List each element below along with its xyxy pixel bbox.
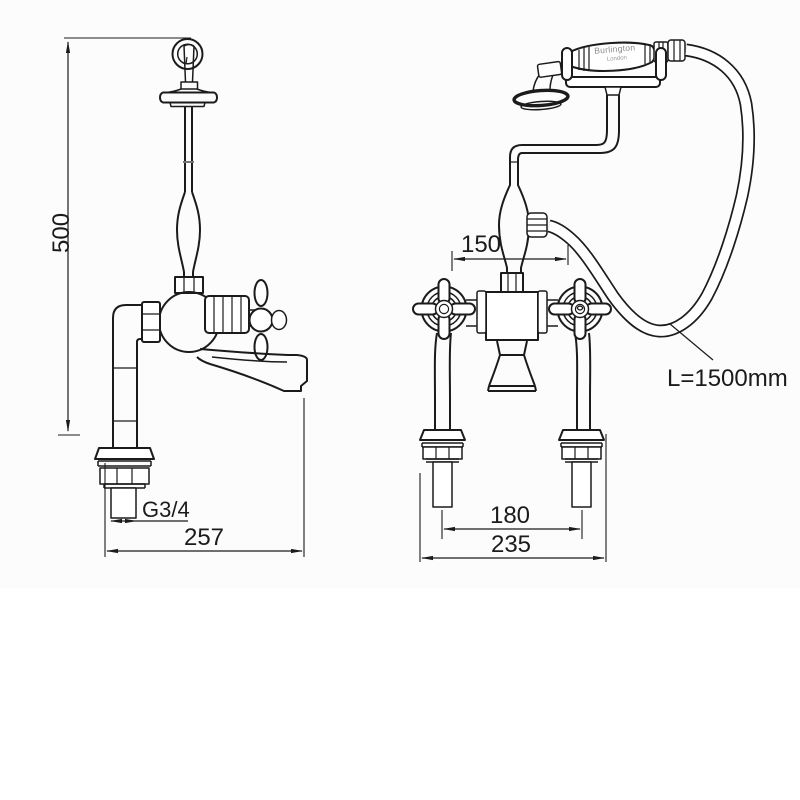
threaded-tail-right bbox=[571, 461, 592, 508]
petal-e bbox=[585, 302, 612, 316]
brand-name-label: Burlington bbox=[594, 42, 636, 56]
cross-petal-bottom bbox=[253, 333, 269, 361]
tap-legs-front bbox=[433, 332, 592, 430]
deck-flange-right bbox=[558, 429, 605, 508]
handle-knob-side bbox=[270, 309, 288, 331]
petal-e bbox=[449, 302, 476, 316]
cradle-collar bbox=[604, 86, 622, 96]
brand-city-label: London bbox=[607, 55, 627, 63]
dimension-inlet-centers-label: 150 bbox=[461, 231, 501, 258]
shower-hose bbox=[547, 43, 755, 338]
supply-pipe-side bbox=[112, 301, 161, 448]
cradle-ring-side bbox=[171, 38, 204, 90]
dimension-overall-width-label: 235 bbox=[491, 531, 531, 558]
cross-handle-left bbox=[412, 278, 476, 340]
side-view: 500 G3/4 257 bbox=[48, 37, 308, 557]
dimension-projection-label: 257 bbox=[184, 524, 224, 551]
handle-indicator-right bbox=[574, 303, 586, 315]
thread-size-label: G3/4 bbox=[142, 497, 190, 522]
dimension-leg-centers: 180 bbox=[441, 502, 583, 539]
cross-handle-right bbox=[548, 278, 612, 340]
threaded-tail-left bbox=[432, 461, 453, 508]
riser-column-front bbox=[498, 95, 620, 273]
dimension-thread: G3/4 bbox=[110, 497, 190, 524]
cradle-bar bbox=[565, 76, 661, 88]
cradle-prong-right bbox=[655, 47, 667, 81]
valve-body-front bbox=[466, 272, 558, 341]
front-view: Burlington London L=1500mm 150 bbox=[412, 39, 788, 562]
dimension-overall-width: 235 bbox=[419, 434, 607, 562]
cradle-prong-left bbox=[561, 47, 573, 81]
threaded-tail-side bbox=[110, 487, 137, 519]
riser-column-side bbox=[176, 106, 201, 277]
deck-flange-left bbox=[419, 429, 466, 508]
spout-front bbox=[487, 340, 537, 392]
petal-w bbox=[548, 302, 575, 316]
petal-w bbox=[412, 302, 439, 316]
handle-indicator-left bbox=[438, 303, 450, 315]
handle-hub-side bbox=[248, 307, 274, 333]
handset-spray-head bbox=[512, 88, 570, 108]
hose-length-label: L=1500mm bbox=[667, 365, 788, 392]
dimension-height-label: 500 bbox=[48, 213, 75, 253]
dimension-leg-centers-label: 180 bbox=[490, 502, 530, 529]
deck-flange-side bbox=[94, 447, 155, 519]
hose-length-callout: L=1500mm bbox=[667, 323, 788, 392]
handset-head-side bbox=[159, 88, 218, 108]
dimension-inlet-centers: 150 bbox=[451, 231, 569, 271]
side-handle-assembly bbox=[204, 279, 288, 361]
dimension-projection: 257 bbox=[104, 398, 305, 557]
spout-side bbox=[196, 348, 308, 392]
handset-neck-collar bbox=[536, 60, 563, 78]
cross-petal-top bbox=[253, 279, 269, 307]
dimension-height: 500 bbox=[48, 37, 191, 436]
